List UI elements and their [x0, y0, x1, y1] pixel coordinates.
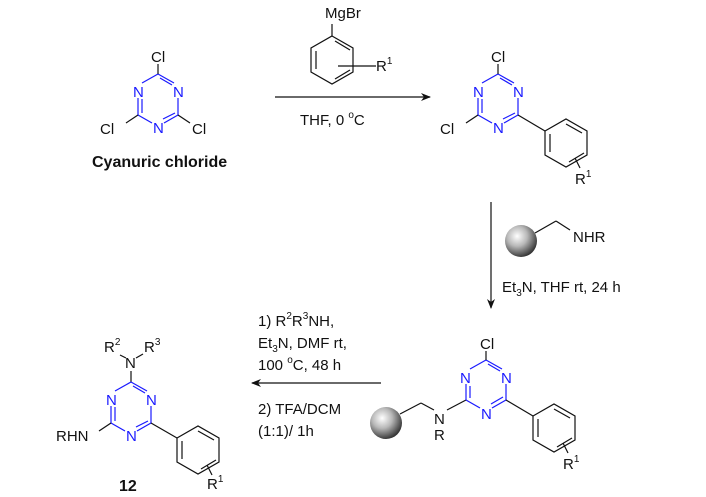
chlorine-top: Cl [491, 49, 505, 66]
ring-nitrogen: N [460, 370, 471, 387]
step2-conditions: Et3N, THF rt, 24 h [502, 279, 621, 299]
linker-nitrogen: N [434, 411, 445, 428]
chlorine-right: Cl [192, 121, 206, 138]
compound-name-cyanuric-chloride: Cyanuric chloride [92, 154, 227, 171]
r1-label: R1 [575, 169, 592, 188]
mgbr-label: MgBr [325, 5, 361, 22]
chlorine-left: Cl [440, 121, 454, 138]
grignard-reagent-structure: MgBr R1 [310, 5, 393, 85]
solid-support-bead-icon [505, 225, 537, 257]
resin-bound-triazine-structure: N R Cl N N N R1 [370, 336, 580, 473]
dichlorotriazine-intermediate-structure: Cl Cl N N N R1 [440, 49, 592, 188]
ring-nitrogen: N [106, 392, 117, 409]
r1-label: R1 [563, 454, 580, 473]
step3-conditions-line4: 2) TFA/DCM [258, 401, 341, 418]
ring-nitrogen: N [146, 392, 157, 409]
solid-support-bead-icon [370, 407, 402, 439]
product-12-structure: R2 N R3 N N N RHN R1 [56, 337, 224, 493]
rhn-label: RHN [56, 428, 89, 445]
chlorine-top: Cl [151, 49, 165, 66]
ring-nitrogen: N [473, 84, 484, 101]
chlorine-top: Cl [480, 336, 494, 353]
resin-amine-reagent: NHR [505, 220, 606, 257]
ring-nitrogen: N [126, 428, 137, 445]
linker-r: R [434, 427, 445, 444]
ring-nitrogen: N [513, 84, 524, 101]
ring-nitrogen: N [481, 406, 492, 423]
step3-conditions-line3: 100 oC, 48 h [258, 355, 341, 374]
r1-label: R1 [207, 474, 224, 493]
ring-nitrogen: N [501, 370, 512, 387]
ring-nitrogen: N [133, 84, 144, 101]
r1-label: R1 [376, 56, 393, 75]
step1-conditions: THF, 0 oC [300, 110, 365, 129]
step3-conditions-line1: 1) R2R3NH, [258, 311, 334, 330]
r2-label: R2 [104, 337, 121, 356]
nhr-label: NHR [573, 229, 606, 246]
amine-nitrogen: N [125, 355, 136, 372]
step3-conditions-line2: Et3N, DMF rt, [258, 335, 347, 355]
ring-nitrogen: N [173, 84, 184, 101]
ring-nitrogen: N [153, 120, 164, 137]
ring-nitrogen: N [493, 120, 504, 137]
step3-conditions-line5: (1:1)/ 1h [258, 423, 314, 440]
r3-label: R3 [144, 337, 161, 356]
compound-number-12: 12 [119, 478, 137, 495]
chlorine-left: Cl [100, 121, 114, 138]
cyanuric-chloride-structure: Cl Cl Cl N N N [100, 49, 206, 138]
